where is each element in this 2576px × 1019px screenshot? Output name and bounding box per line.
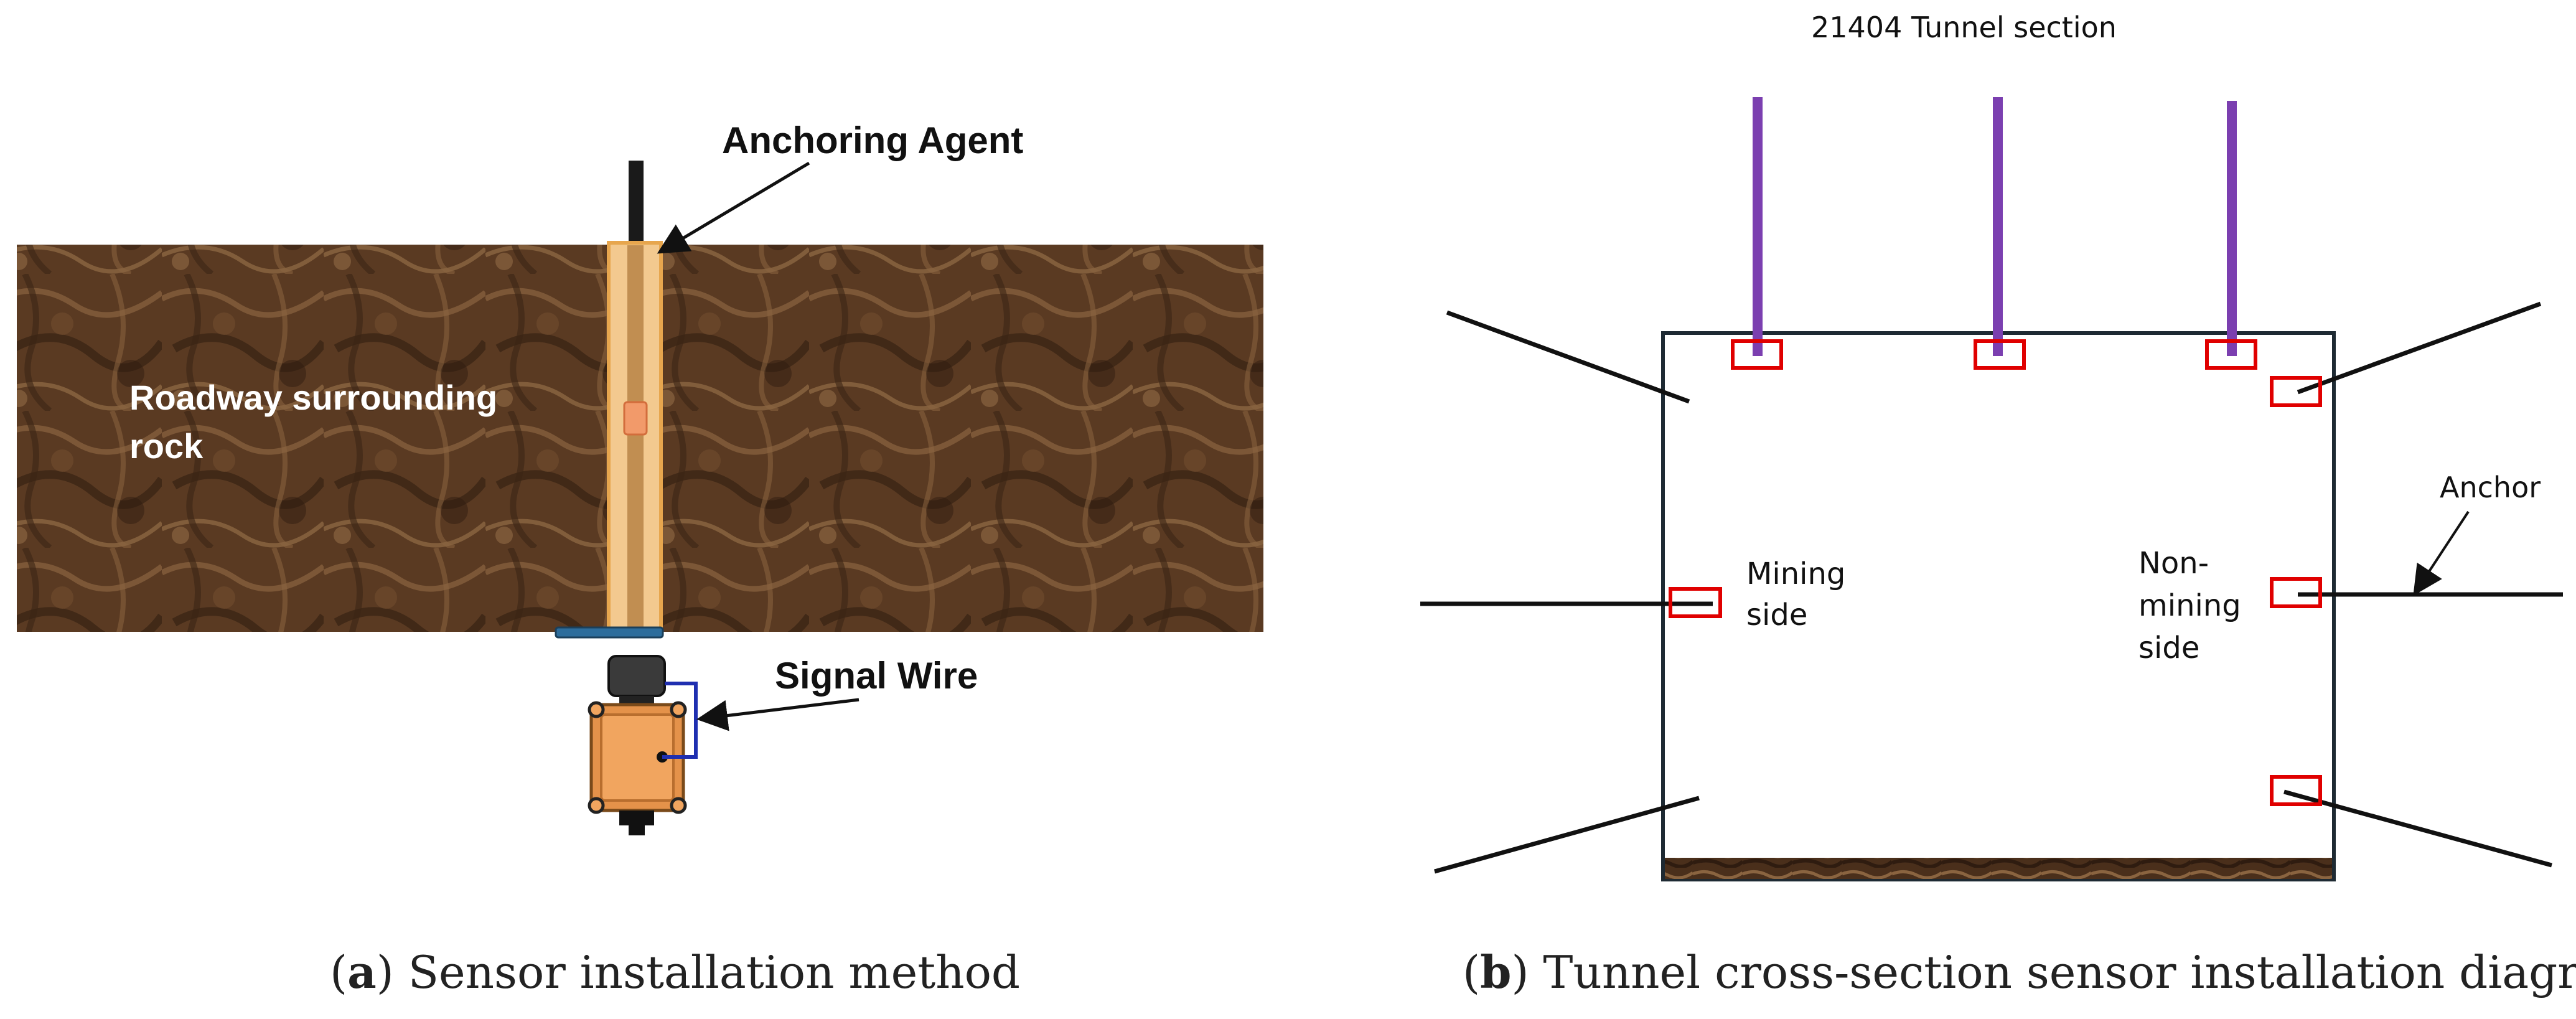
caption-b-close: ): [1511, 946, 1529, 998]
caption-a-letter: a: [347, 946, 377, 998]
tunnel-floor: [1665, 858, 2332, 879]
bolt-nut: [607, 655, 666, 697]
anchor-bolt: [629, 161, 644, 248]
right-middle-sensor: [2270, 577, 2322, 608]
rock-label-line1: Roadway surrounding: [129, 378, 497, 417]
borehole-bolt: [627, 245, 644, 631]
left-upper-anchor: [1446, 310, 1690, 404]
mining-side-label-line1: Mining: [1746, 556, 1845, 591]
anchoring-agent-label: Anchoring Agent: [722, 120, 1023, 161]
caption-b-text: Tunnel cross-section sensor installation…: [1529, 946, 2576, 998]
left-lower-anchor: [1434, 796, 1700, 874]
bolt-tip: [629, 825, 645, 835]
bearing-plate: [555, 626, 664, 639]
signal-wire: [662, 682, 698, 759]
roof-sensor-left: [1731, 339, 1783, 370]
caption-b-open: (: [1463, 946, 1480, 998]
right-upper-sensor: [2270, 376, 2322, 407]
rock-label-line2: rock: [129, 426, 204, 466]
caption-a-text: Sensor installation method: [394, 946, 1020, 998]
anchor-label: Anchor: [2440, 471, 2541, 504]
nonmining-side-label-line3: side: [2138, 631, 2199, 665]
anchoring-agent-arrow: [657, 161, 810, 254]
nonmining-side-label-line1: Non-: [2138, 546, 2209, 581]
embedded-sensor: [623, 401, 648, 436]
left-side-sensor: [1669, 587, 1722, 618]
mining-side-label-line2: side: [1746, 598, 1807, 632]
roof-sensor-center: [1974, 339, 2026, 370]
caption-b: (b) Tunnel cross-section sensor installa…: [1463, 946, 2576, 998]
tunnel-section-title: 21404 Tunnel section: [1811, 11, 2117, 44]
panel-a: Anchoring Agent Roadway surrounding rock…: [17, 120, 1263, 998]
bolt-tail: [619, 810, 654, 825]
signal-wire-label: Signal Wire: [775, 655, 978, 697]
nonmining-side-label-line2: mining: [2138, 588, 2241, 623]
tunnel-outline: [1661, 331, 2336, 881]
caption-a: (a) Sensor installation method: [330, 946, 1020, 998]
signal-wire-arrow: [696, 698, 859, 731]
roof-sensor-right: [2205, 339, 2257, 370]
right-upper-anchor: [2297, 301, 2542, 395]
right-lower-sensor: [2270, 775, 2322, 806]
panel-b: 21404 Tunnel section Mining side Non- mi…: [1420, 11, 2576, 998]
caption-a-open: (: [330, 946, 347, 998]
anchor-arrow: [2413, 510, 2470, 596]
caption-a-close: ): [377, 946, 394, 998]
caption-b-letter: b: [1480, 946, 1511, 998]
right-lower-anchor: [2283, 789, 2552, 868]
